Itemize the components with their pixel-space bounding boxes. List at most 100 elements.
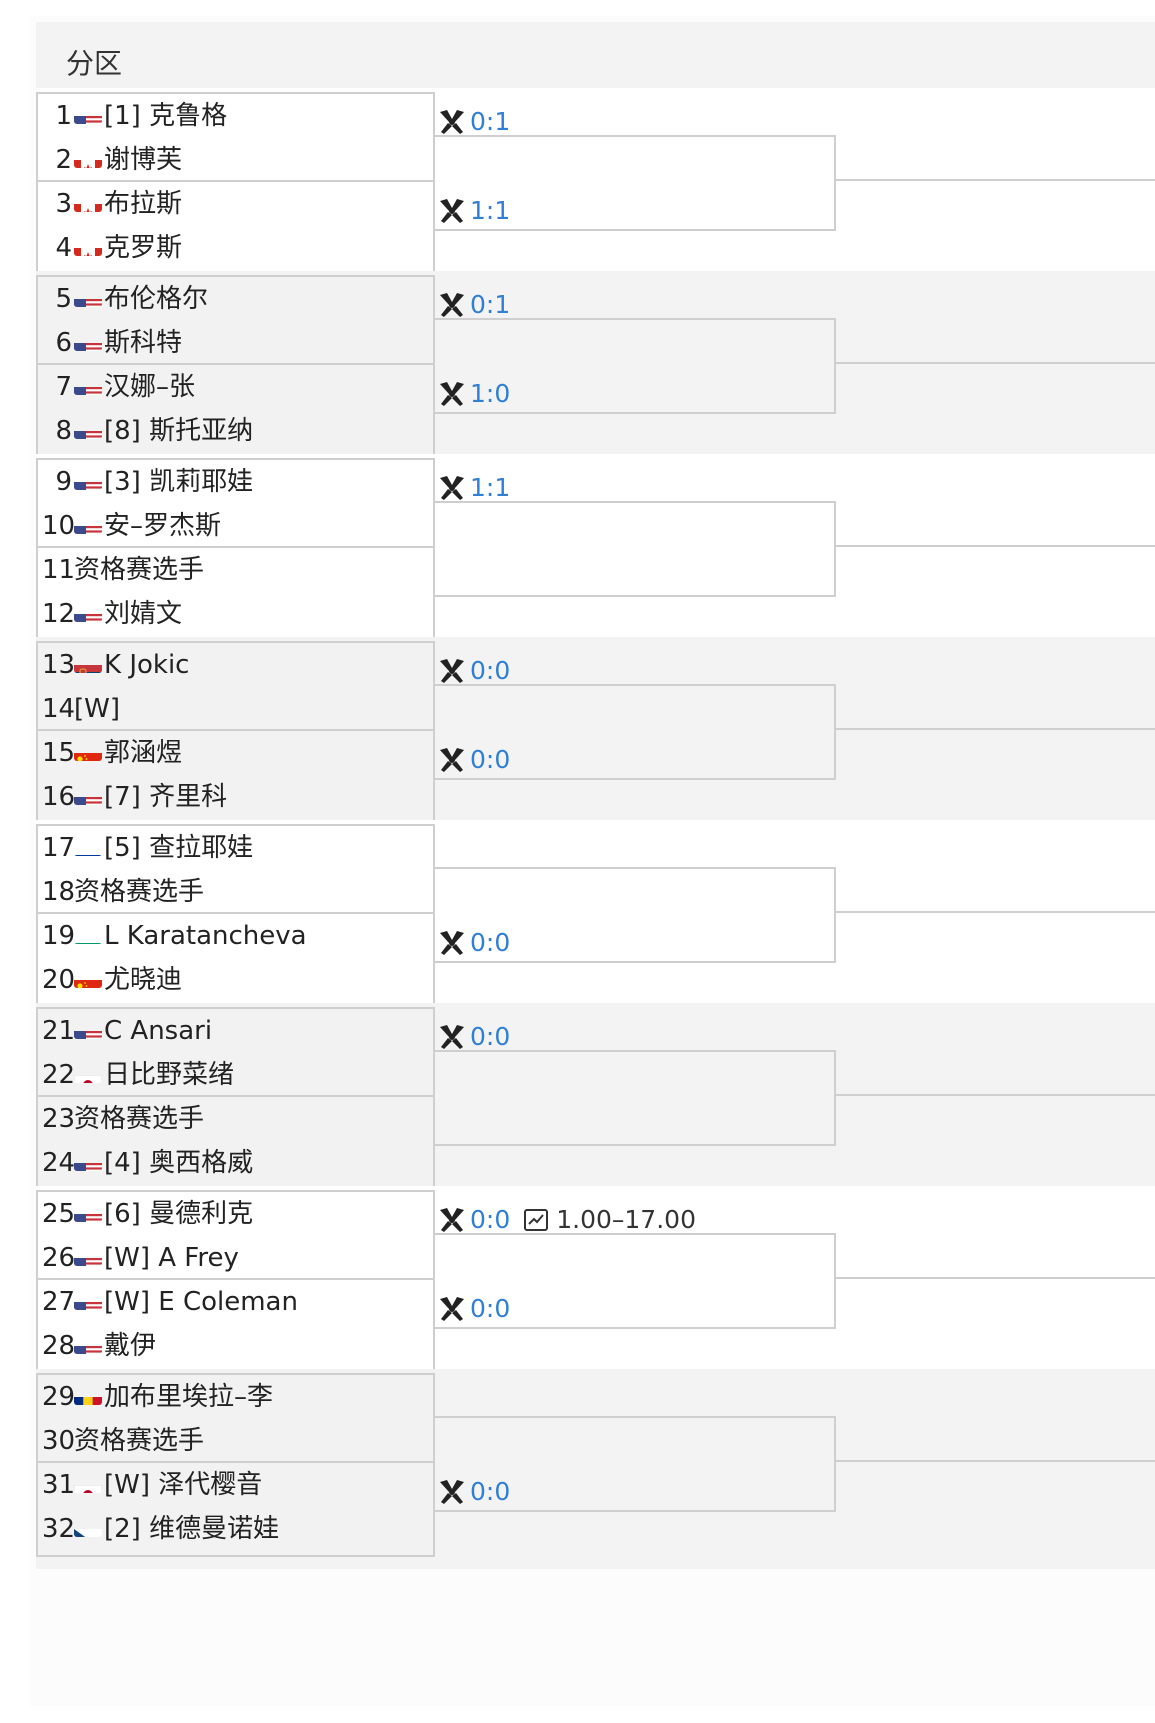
score-value[interactable]: 0:0 bbox=[470, 656, 511, 685]
player-name[interactable]: [7] 齐里科 bbox=[104, 782, 228, 812]
match-score[interactable]: 0:0 bbox=[438, 1474, 510, 1508]
match-slot[interactable] bbox=[36, 824, 435, 920]
player-name[interactable]: [4] 奥西格威 bbox=[104, 1148, 254, 1178]
player-name[interactable]: 日比野菜绪 bbox=[104, 1060, 235, 1090]
player-name[interactable]: 郭涵煜 bbox=[104, 738, 183, 768]
player-name[interactable]: [6] 曼德利克 bbox=[104, 1199, 254, 1229]
match-score[interactable]: 1:0 bbox=[438, 376, 510, 410]
player-name[interactable]: 加布里埃拉–李 bbox=[104, 1382, 274, 1412]
odds-range[interactable]: 1.00–17.00 bbox=[556, 1205, 696, 1234]
player-name[interactable]: 资格赛选手 bbox=[74, 1104, 205, 1134]
player-row[interactable]: 1[1] 克鲁格 bbox=[36, 92, 435, 140]
player-row[interactable]: 7 汉娜–张 bbox=[36, 363, 435, 411]
draw-position: 7 bbox=[55, 372, 72, 402]
match-score[interactable]: 1:1 bbox=[438, 470, 510, 504]
draw-position: 20 bbox=[42, 965, 76, 995]
match-slot[interactable] bbox=[36, 912, 435, 1008]
player-name[interactable]: C Ansari bbox=[104, 1016, 213, 1046]
score-value[interactable]: 0:1 bbox=[470, 107, 511, 136]
player-name[interactable]: 资格赛选手 bbox=[74, 1426, 205, 1456]
match-score[interactable]: 0:1 bbox=[438, 104, 510, 138]
match-slot[interactable] bbox=[36, 1007, 435, 1103]
match-score[interactable]: 0:0 bbox=[438, 1019, 510, 1053]
player-name[interactable]: L Karatancheva bbox=[104, 921, 307, 951]
player-row[interactable]: 26[W] A Frey bbox=[36, 1234, 435, 1282]
score-value[interactable]: 0:0 bbox=[470, 745, 511, 774]
player-name[interactable]: [W] 泽代樱音 bbox=[104, 1470, 263, 1500]
match-score[interactable]: 1:1 bbox=[438, 193, 510, 227]
player-name[interactable]: 刘婧文 bbox=[104, 599, 183, 629]
player-name[interactable]: [1] 克鲁格 bbox=[104, 101, 228, 131]
match-score[interactable]: 0:0 bbox=[438, 742, 510, 776]
player-name[interactable]: 克罗斯 bbox=[104, 233, 183, 263]
player-name[interactable]: 资格赛选手 bbox=[74, 877, 205, 907]
match-score[interactable]: 0:0 1.00–17.00 bbox=[438, 1202, 696, 1236]
player-name[interactable]: 谢博芙 bbox=[104, 145, 183, 175]
player-name[interactable]: [W] A Frey bbox=[104, 1243, 239, 1273]
player-name[interactable]: [W] bbox=[74, 694, 120, 724]
match-score[interactable]: 0:1 bbox=[438, 287, 510, 321]
score-value[interactable]: 0:0 bbox=[470, 1294, 511, 1323]
match-score[interactable]: 0:0 bbox=[438, 925, 510, 959]
score-value[interactable]: 0:1 bbox=[470, 290, 511, 319]
player-row[interactable]: 31[W] 泽代樱音 bbox=[36, 1461, 435, 1509]
player-name[interactable]: [8] 斯托亚纳 bbox=[104, 416, 254, 446]
player-row[interactable]: 17[5] 查拉耶娃 bbox=[36, 824, 435, 872]
player-name[interactable]: 斯科特 bbox=[104, 328, 183, 358]
player-name[interactable]: [3] 凯莉耶娃 bbox=[104, 467, 254, 497]
match-slot[interactable] bbox=[36, 1095, 435, 1191]
score-value[interactable]: 0:0 bbox=[470, 1477, 511, 1506]
chart-icon[interactable] bbox=[524, 1209, 549, 1231]
player-row[interactable]: 25[6] 曼德利克 bbox=[36, 1190, 435, 1238]
player-row[interactable]: 20 尤晓迪 bbox=[36, 956, 435, 1004]
match-slot[interactable] bbox=[36, 546, 435, 642]
player-name[interactable]: 汉娜–张 bbox=[104, 372, 196, 402]
score-value[interactable]: 1:1 bbox=[470, 196, 511, 225]
score-value[interactable]: 0:0 bbox=[470, 1022, 511, 1051]
player-name[interactable]: 布拉斯 bbox=[104, 189, 183, 219]
player-row[interactable]: 32[2] 维德曼诺娃 bbox=[36, 1505, 435, 1553]
match-score[interactable]: 0:0 bbox=[438, 1291, 510, 1325]
score-value[interactable]: 1:0 bbox=[470, 379, 511, 408]
match-slot[interactable] bbox=[36, 641, 435, 737]
match-score[interactable]: 0:0 bbox=[438, 653, 510, 687]
player-row[interactable]: 9[3] 凯莉耶娃 bbox=[36, 458, 435, 506]
player-name[interactable]: 布伦格尔 bbox=[104, 284, 209, 314]
score-value[interactable]: 1:1 bbox=[470, 473, 511, 502]
player-name[interactable]: [2] 维德曼诺娃 bbox=[104, 1514, 280, 1544]
player-name[interactable]: 安–罗杰斯 bbox=[104, 511, 222, 541]
match-slot[interactable] bbox=[36, 363, 435, 459]
match-slot[interactable] bbox=[36, 1461, 435, 1557]
player-name[interactable]: 尤晓迪 bbox=[104, 965, 183, 995]
player-name[interactable]: 资格赛选手 bbox=[74, 555, 205, 585]
player-row[interactable]: 16[7] 齐里科 bbox=[36, 773, 435, 821]
player-row[interactable]: 14[W] bbox=[36, 685, 435, 733]
score-value[interactable]: 0:0 bbox=[470, 928, 511, 957]
player-row[interactable]: 27[W] E Coleman bbox=[36, 1278, 435, 1326]
player-name[interactable]: [5] 查拉耶娃 bbox=[104, 833, 254, 863]
score-value[interactable]: 0:0 bbox=[470, 1205, 511, 1234]
player-row[interactable]: 24[4] 奥西格威 bbox=[36, 1139, 435, 1187]
player-name[interactable]: K Jokic bbox=[104, 650, 190, 680]
player-name[interactable]: 戴伊 bbox=[104, 1331, 157, 1361]
player-row[interactable]: 8[8] 斯托亚纳 bbox=[36, 407, 435, 455]
player-name[interactable]: [W] E Coleman bbox=[104, 1287, 298, 1317]
